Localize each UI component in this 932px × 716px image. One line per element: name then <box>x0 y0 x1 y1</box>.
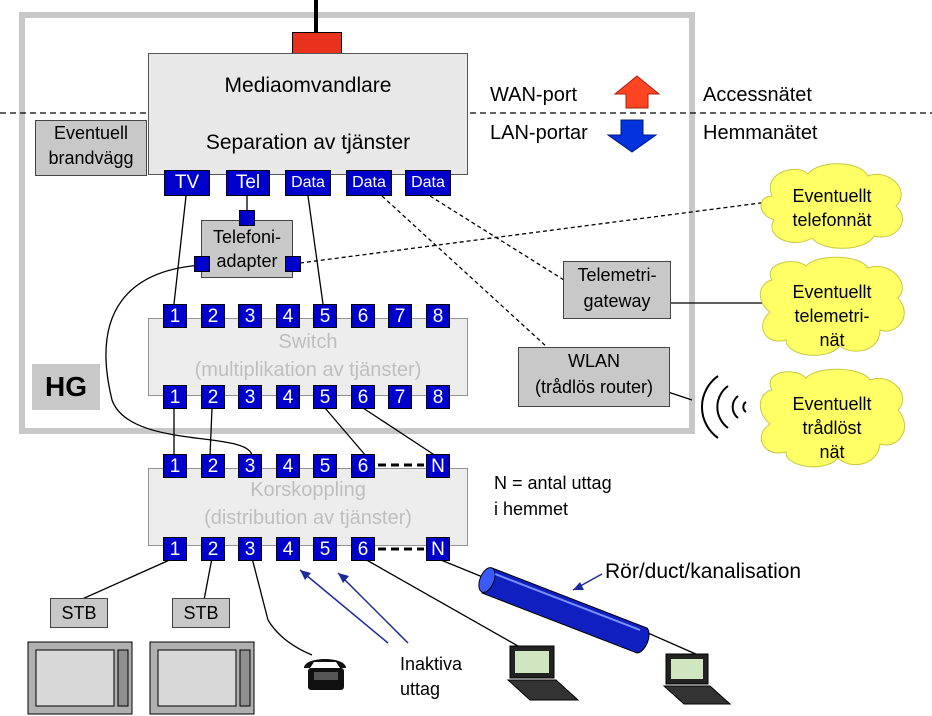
duct-label: Rör/duct/kanalisation <box>605 560 802 583</box>
telemetry-gateway-line-1: Telemetri- <box>577 265 657 285</box>
cross-bottom-port[interactable]: 2 <box>201 537 225 561</box>
telemetry-cloud-line-3: nät <box>819 330 845 350</box>
switch-bottom-port[interactable]: 3 <box>238 385 262 409</box>
switch-title: Switch <box>278 331 338 353</box>
outlet-count-line-2: i hemmet <box>494 499 569 519</box>
telemetry-cloud-line-2: telemetri- <box>794 306 870 326</box>
cloud-telemetry <box>759 256 905 356</box>
wan-port-label: WAN-port <box>490 84 578 106</box>
wlan-line-1: WLAN <box>567 351 620 371</box>
cross-bottom-port[interactable]: 6 <box>351 537 375 561</box>
wlan-line-2: (trådlös router) <box>534 377 654 397</box>
hg-label: HG <box>32 364 100 410</box>
hg-port-data-1[interactable]: Data <box>285 170 331 196</box>
wan-up-arrow-icon <box>614 76 658 110</box>
tv-2 <box>149 641 255 715</box>
separation-label: Separation av tjänster <box>205 131 411 154</box>
switch-top-port[interactable]: 1 <box>163 304 187 328</box>
hg-port-tv[interactable]: TV <box>164 170 210 196</box>
switch-top-port[interactable]: 2 <box>201 304 225 328</box>
stb-box-1: STB <box>50 598 108 628</box>
telemetry-cloud-line-1: Eventuellt <box>792 282 872 302</box>
access-net-label: Accessnätet <box>703 84 812 106</box>
hg-port-data-3[interactable]: Data <box>405 170 451 196</box>
switch-top-port[interactable]: 6 <box>351 304 375 328</box>
home-net-label: Hemmanätet <box>703 122 818 144</box>
duct-tube <box>478 567 650 654</box>
media-converter-label: Mediaomvandlare <box>224 74 392 97</box>
switch-bottom-port[interactable]: 4 <box>276 385 300 409</box>
wlan-box: WLAN (trådlös router) <box>518 347 670 407</box>
cross-top-port[interactable]: 5 <box>313 454 337 478</box>
switch-subtitle: (multiplikation av tjänster) <box>194 359 422 381</box>
cross-top-port[interactable]: 1 <box>163 454 187 478</box>
laptop-2 <box>662 653 732 705</box>
firewall-box: Eventuell brandvägg <box>35 120 147 176</box>
home-gateway-frame <box>19 12 695 434</box>
switch-bottom-port[interactable]: 2 <box>201 385 225 409</box>
hg-port-data-2[interactable]: Data <box>346 170 392 196</box>
lan-down-arrow-icon <box>608 120 656 154</box>
inactive-line-2: uttag <box>400 679 441 699</box>
stb-box-2: STB <box>172 598 230 628</box>
wireless-cloud-line-1: Eventuellt <box>792 394 872 414</box>
switch-top-port[interactable]: 4 <box>276 304 300 328</box>
cross-connect-box: Korskoppling (distribution av tjänster) <box>148 468 468 546</box>
cross-bottom-port[interactable]: N <box>426 537 450 561</box>
switch-box: Switch (multiplikation av tjänster) <box>148 318 468 396</box>
switch-bottom-port[interactable]: 7 <box>388 385 412 409</box>
cross-bottom-port[interactable]: 1 <box>163 537 187 561</box>
telephony-adapter-box: Telefoni- adapter <box>201 220 293 278</box>
telemetry-network-cloud-label: Eventuellt telemetri- nät <box>776 280 888 352</box>
cross-top-port[interactable]: 4 <box>276 454 300 478</box>
cross-connect-title: Korskoppling <box>250 479 366 501</box>
firewall-line-1: Eventuell <box>53 123 129 143</box>
wireless-cloud-line-3: nät <box>819 442 845 462</box>
phone-cloud-line-2: telefonnät <box>792 210 872 230</box>
cloud-phone <box>760 163 903 249</box>
cross-connect-subtitle: (distribution av tjänster) <box>204 507 412 529</box>
inactive-outlets-label: Inaktiva uttag <box>400 652 462 702</box>
lan-ports-label: LAN-portar <box>490 122 588 144</box>
firewall-line-2: brandvägg <box>48 148 134 168</box>
switch-bottom-port[interactable]: 6 <box>351 385 375 409</box>
cross-top-port[interactable]: 2 <box>201 454 225 478</box>
phone-cloud-line-1: Eventuellt <box>792 186 872 206</box>
cross-top-port[interactable]: 6 <box>351 454 375 478</box>
cross-bottom-port[interactable]: 5 <box>313 537 337 561</box>
wireless-network-cloud-label: Eventuellt trådlöst nät <box>776 392 888 464</box>
telephony-adapter-line-1: Telefoni- <box>212 227 282 247</box>
laptop-1 <box>506 645 580 701</box>
cross-top-port[interactable]: 3 <box>238 454 262 478</box>
switch-bottom-port[interactable]: 8 <box>426 385 450 409</box>
outlet-count-note: N = antal uttag i hemmet <box>494 470 612 522</box>
adapter-port-left[interactable] <box>194 256 210 272</box>
wireless-cloud-line-2: trådlöst <box>802 418 862 438</box>
switch-bottom-port[interactable]: 5 <box>313 385 337 409</box>
adapter-port-right[interactable] <box>285 256 301 272</box>
switch-top-port[interactable]: 7 <box>388 304 412 328</box>
hg-port-tel[interactable]: Tel <box>226 170 270 196</box>
switch-bottom-port[interactable]: 1 <box>163 385 187 409</box>
outlet-count-line-1: N = antal uttag <box>494 473 612 493</box>
telephony-adapter-line-2: adapter <box>216 251 278 271</box>
telephone-icon <box>304 659 346 690</box>
tv-1 <box>27 641 133 715</box>
cloud-wireless <box>759 368 905 468</box>
cross-top-port[interactable]: N <box>426 454 450 478</box>
switch-top-port[interactable]: 8 <box>426 304 450 328</box>
adapter-port-top[interactable] <box>239 210 255 226</box>
inactive-line-1: Inaktiva <box>400 654 463 674</box>
switch-top-port[interactable]: 3 <box>238 304 262 328</box>
switch-top-port[interactable]: 5 <box>313 304 337 328</box>
telemetry-gateway-box: Telemetri- gateway <box>563 261 671 319</box>
phone-network-cloud-label: Eventuellt telefonnät <box>776 184 888 232</box>
media-converter-box: Mediaomvandlare Separation av tjänster <box>148 53 468 175</box>
cross-bottom-port[interactable]: 4 <box>276 537 300 561</box>
telemetry-gateway-line-2: gateway <box>583 291 651 311</box>
cross-bottom-port[interactable]: 3 <box>238 537 262 561</box>
